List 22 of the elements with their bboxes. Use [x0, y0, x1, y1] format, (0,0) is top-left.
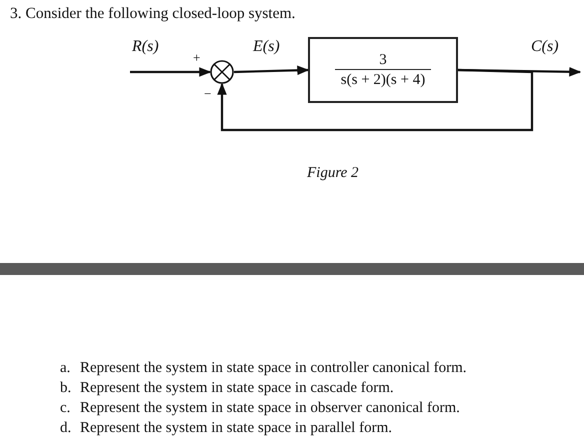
figure-caption: Figure 2: [307, 165, 359, 182]
edge-label: E(s): [252, 38, 281, 56]
question-text: Represent the system in state space in cascade form.: [80, 380, 394, 397]
feedback-arrow: [217, 68, 534, 132]
item-letter: d.: [60, 420, 72, 437]
question-text: Represent the system in state space in parallel form.: [80, 420, 392, 437]
question-text: Represent the system in state space in observer canonical form.: [80, 400, 460, 417]
summing-junction: [210, 60, 234, 84]
denominator: s(s + 2)(s + 4): [334, 69, 432, 89]
edge-label: C(s): [530, 38, 560, 56]
numerator: 3: [378, 51, 388, 69]
item-letter: b.: [60, 380, 72, 397]
question-text: Represent the system in state space in controller canonical form.: [80, 360, 467, 377]
question-heading: 3. Consider the following closed-loop system.: [10, 5, 296, 23]
arrow: [234, 66, 310, 76]
item-letter: a.: [60, 360, 70, 377]
edge-label: R(s): [131, 38, 160, 56]
sign-label: +: [193, 50, 200, 66]
sign-label: −: [204, 86, 212, 102]
item-letter: c.: [60, 400, 70, 417]
transfer-function-block: [308, 37, 458, 103]
arrow: [130, 67, 212, 77]
